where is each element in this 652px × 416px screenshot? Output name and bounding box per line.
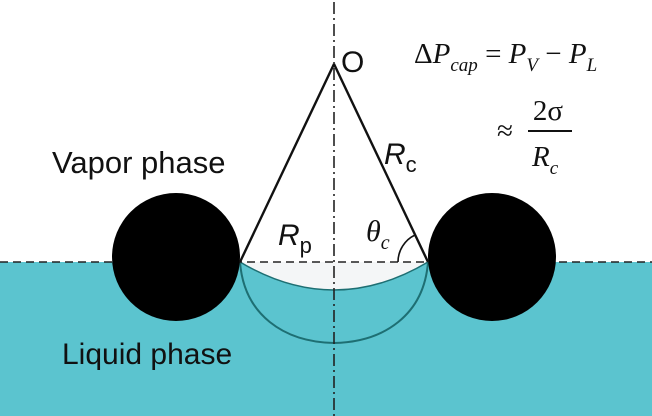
vapor-phase-label: Vapor phase (52, 145, 226, 180)
rc-label: Rc (384, 138, 417, 177)
center-label: O (341, 46, 364, 79)
fraction-denominator: Rc (531, 141, 559, 179)
approx-symbol: ≈ (497, 115, 513, 147)
liquid-phase-label: Liquid phase (62, 338, 232, 371)
rp-label: Rp (278, 219, 312, 258)
equation-line-1: ΔPcap = PV − PL (414, 38, 597, 76)
radius-line-right (332, 63, 430, 263)
right-particle (428, 193, 556, 321)
left-particle (112, 193, 240, 321)
fraction-numerator: 2σ (533, 95, 564, 127)
theta-label: θc (366, 215, 390, 254)
contact-angle-arc (397, 234, 416, 263)
radius-line-left (238, 63, 336, 263)
